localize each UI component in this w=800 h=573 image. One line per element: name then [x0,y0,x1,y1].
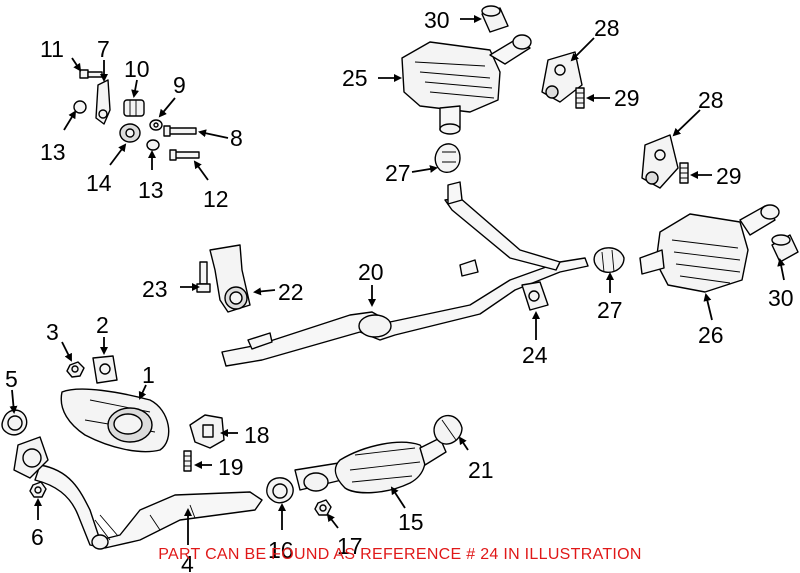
callout-8: 8 [230,125,243,151]
callout-26: 26 [698,322,724,348]
callout-15: 15 [398,509,424,535]
bushing-part-10 [123,99,145,117]
callout-1: 1 [142,362,155,388]
callout-27-lower: 27 [597,297,623,323]
bolt-part-19 [183,450,192,472]
leader-lines [9,15,786,545]
callout-10: 10 [124,56,150,82]
callout-labels: 1 2 3 4 5 6 7 8 9 10 11 12 13 13 14 15 1… [5,7,794,573]
clamp-part-21 [433,414,463,445]
callout-25: 25 [342,65,368,91]
callout-2: 2 [96,312,109,338]
gasket-part-5 [1,409,28,436]
callout-24: 24 [522,342,548,368]
bracket-part-18 [189,414,225,449]
bracket-part-28-upper [541,51,583,103]
callout-28-upper: 28 [594,15,620,41]
nut-part-17 [314,499,332,516]
callout-23: 23 [142,276,168,302]
bolt-part-11 [79,69,103,79]
callout-3: 3 [46,319,59,345]
callout-21: 21 [468,457,494,483]
bolt-part-29-upper [575,87,585,109]
gasket-part-16 [266,477,294,504]
front-pipe-part [34,464,263,550]
catalytic-converter-part-15 [294,437,447,494]
callout-6: 6 [31,524,44,550]
tail-pipe-tip-part-30-upper [481,5,509,33]
callout-5: 5 [5,366,18,392]
gasket-part-2 [92,355,118,384]
hanger-part-24 [521,281,549,311]
bolt-part-29-lower [679,162,689,184]
callout-13-upper: 13 [40,139,66,165]
bracket-part-7 [95,79,111,125]
callout-9: 9 [173,72,186,98]
spacer-part-13-lower [146,139,160,151]
clamp-part-27-upper [434,143,461,174]
washer-part-9 [149,119,163,131]
intermediate-pipe-part-20 [221,181,589,367]
callout-22: 22 [278,279,304,305]
callout-17: 17 [337,533,363,559]
callout-16: 16 [268,537,294,563]
callout-7: 7 [97,36,110,62]
bushing-part-14 [119,123,141,143]
reference-footnote: PART CAN BE FOUND AS REFERENCE # 24 IN I… [158,546,642,563]
callout-28-lower: 28 [698,87,724,113]
clamp-part-27-lower [593,247,625,274]
callout-18: 18 [244,422,270,448]
callout-12: 12 [203,186,229,212]
callout-13-lower: 13 [138,177,164,203]
callout-11: 11 [40,36,64,62]
nut-part-6 [29,481,47,498]
callout-30-lower: 30 [768,285,794,311]
nut-part-3 [66,361,85,378]
bolt-part-23 [196,261,211,293]
catalytic-converter-part [60,388,170,453]
callout-14: 14 [86,170,112,196]
hanger-bracket-part-22 [209,244,251,313]
callout-19: 19 [218,454,244,480]
callout-27-upper: 27 [385,160,411,186]
tail-pipe-tip-part-30-lower [771,234,799,263]
bolt-part-12 [169,149,200,161]
muffler-part-26 [639,204,780,293]
callout-4: 4 [181,551,194,573]
callout-29-upper: 29 [614,85,640,111]
bolt-part-8 [163,125,197,137]
callout-29-lower: 29 [716,163,742,189]
callout-20: 20 [358,259,384,285]
muffler-part-25 [401,34,532,135]
bracket-part-28-lower [641,134,679,189]
callout-30-upper: 30 [424,7,450,33]
flange-part [13,436,49,479]
spacer-part-13-upper [73,100,87,114]
